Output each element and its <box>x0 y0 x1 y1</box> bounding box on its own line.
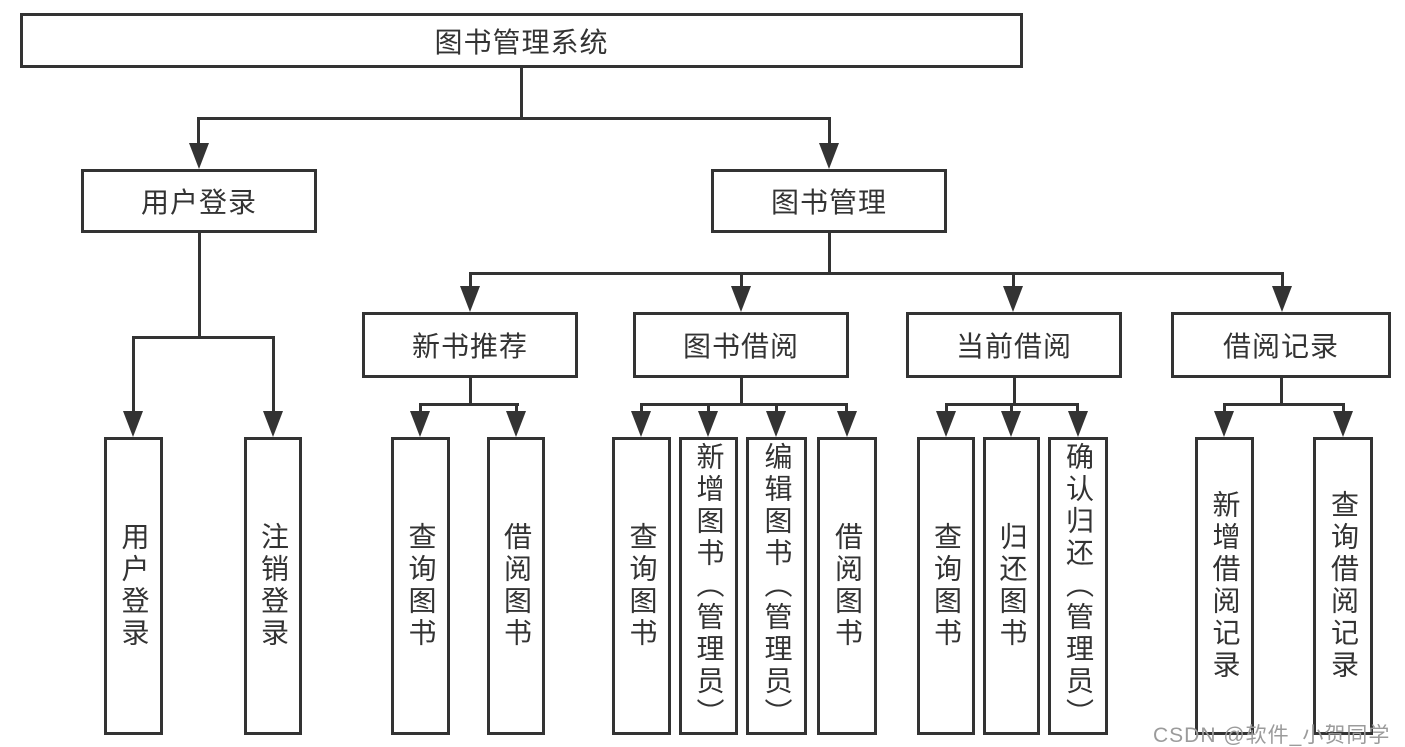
leaf-return-books: 归还图书 <box>983 437 1040 735</box>
leaf-logout: 注销登录 <box>244 437 302 735</box>
connector-vline <box>1076 403 1079 415</box>
arrow-down-icon <box>263 411 283 437</box>
connector-vline <box>828 117 831 145</box>
leaf-label: 查询借阅记录 <box>1328 490 1359 682</box>
connector-vline <box>707 403 710 415</box>
arrow-down-icon <box>631 411 651 437</box>
arrow-down-icon <box>698 411 718 437</box>
connector-vline <box>272 336 275 414</box>
connector-vline <box>1223 403 1226 415</box>
leaf-label: 查询图书 <box>626 522 658 650</box>
leaf-label: 查询图书 <box>405 522 437 650</box>
arrow-down-icon <box>1214 411 1234 437</box>
connector-hline <box>419 403 519 406</box>
connector-vline <box>419 403 422 415</box>
arrow-down-icon <box>1003 286 1023 312</box>
leaf-query-books-current: 查询图书 <box>917 437 975 735</box>
leaf-label: 注销登录 <box>258 522 289 650</box>
connector-vline <box>1281 272 1284 292</box>
leaf-query-books-borrowing: 查询图书 <box>612 437 671 735</box>
connector-vline <box>1012 272 1015 292</box>
leaf-label: 新增借阅记录 <box>1209 490 1241 682</box>
leaf-add-books-admin: 新增图书（管理员） <box>679 437 738 735</box>
connector-hline <box>132 336 275 339</box>
leaf-confirm-return-admin: 确认归还（管理员） <box>1048 437 1108 735</box>
csdn-watermark: CSDN @软件_小贺同学 <box>1153 724 1391 747</box>
leaf-label: 查询图书 <box>931 522 962 650</box>
connector-vline <box>469 378 472 405</box>
connector-vline <box>740 378 743 405</box>
leaf-label: 归还图书 <box>996 522 1028 650</box>
leaf-add-borrow-record: 新增借阅记录 <box>1195 437 1254 735</box>
arrow-down-icon <box>766 411 786 437</box>
arrow-down-icon <box>1001 411 1021 437</box>
connector-vline <box>640 403 643 415</box>
connector-vline <box>515 403 518 415</box>
connector-vline <box>845 403 848 415</box>
connector-vline <box>1280 378 1283 405</box>
leaf-label: 编辑图书（管理员） <box>761 442 793 730</box>
arrow-down-icon <box>506 411 526 437</box>
leaf-user-login: 用户登录 <box>104 437 163 735</box>
connector-vline <box>132 336 135 414</box>
node-new-book-recommend: 新书推荐 <box>362 312 578 378</box>
arrow-down-icon <box>936 411 956 437</box>
arrow-down-icon <box>410 411 430 437</box>
connector-vline <box>1010 403 1013 415</box>
connector-vline <box>1013 378 1016 405</box>
connector-hline <box>197 117 831 120</box>
leaf-label: 确认归还（管理员） <box>1063 442 1094 730</box>
arrow-down-icon <box>123 411 143 437</box>
connector-vline <box>945 403 948 415</box>
leaf-edit-books-admin: 编辑图书（管理员） <box>746 437 807 735</box>
leaf-borrow-books-recommend: 借阅图书 <box>487 437 545 735</box>
leaf-query-borrow-record: 查询借阅记录 <box>1313 437 1373 735</box>
connector-vline <box>198 233 201 338</box>
connector-vline <box>828 233 831 274</box>
node-user-login: 用户登录 <box>81 169 317 233</box>
connector-hline <box>469 272 1284 275</box>
arrow-down-icon <box>837 411 857 437</box>
node-book-management: 图书管理 <box>711 169 947 233</box>
node-borrowing-records: 借阅记录 <box>1171 312 1391 378</box>
arrow-down-icon <box>189 143 209 169</box>
arrow-down-icon <box>819 143 839 169</box>
connector-vline <box>740 272 743 292</box>
node-root: 图书管理系统 <box>20 13 1023 68</box>
arrow-down-icon <box>731 286 751 312</box>
node-current-borrowing: 当前借阅 <box>906 312 1122 378</box>
leaf-label: 用户登录 <box>118 522 150 650</box>
arrow-down-icon <box>1272 286 1292 312</box>
arrow-down-icon <box>1333 411 1353 437</box>
connector-vline <box>775 403 778 415</box>
leaf-label: 新增图书（管理员） <box>693 442 725 730</box>
arrow-down-icon <box>1068 411 1088 437</box>
leaf-query-books-recommend: 查询图书 <box>391 437 450 735</box>
leaf-label: 借阅图书 <box>501 522 532 650</box>
leaf-label: 借阅图书 <box>832 522 863 650</box>
connector-hline <box>640 403 848 406</box>
connector-vline <box>197 117 200 145</box>
connector-vline <box>469 272 472 292</box>
leaf-borrow-books-borrowing: 借阅图书 <box>817 437 877 735</box>
connector-vline <box>1342 403 1345 415</box>
node-book-borrowing: 图书借阅 <box>633 312 849 378</box>
connector-hline <box>1223 403 1344 406</box>
connector-vline <box>520 68 523 120</box>
arrow-down-icon <box>460 286 480 312</box>
